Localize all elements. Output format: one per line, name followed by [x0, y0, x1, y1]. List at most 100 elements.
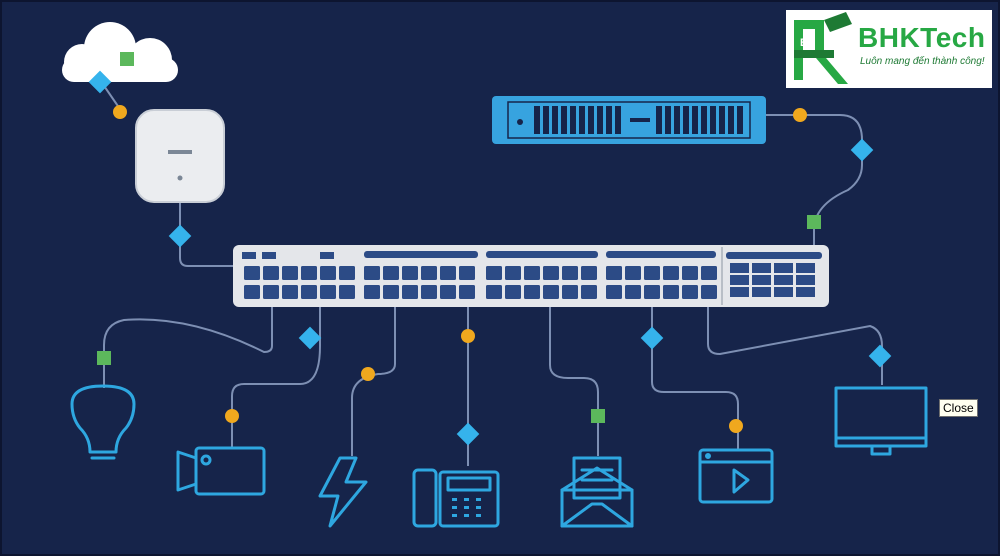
- vent-slot: [597, 106, 603, 134]
- switch-port: [263, 266, 279, 280]
- switch-port: [486, 285, 502, 299]
- diamond-marker: [168, 224, 192, 248]
- switch-port: [505, 285, 521, 299]
- switch-port: [682, 285, 698, 299]
- network-switch: [233, 245, 829, 307]
- switch-port: [339, 285, 355, 299]
- connection-line: [549, 306, 599, 456]
- vent-slot: [588, 106, 594, 134]
- switch-port: [682, 266, 698, 280]
- switch-port-group-label: [486, 251, 598, 258]
- video-player-icon: [698, 448, 774, 504]
- switch-port: [244, 266, 260, 280]
- keypad-key: [476, 506, 481, 509]
- keypad-key: [476, 498, 481, 501]
- switch-port: [440, 266, 456, 280]
- logo-mark-letter: K: [808, 67, 816, 79]
- uplink-port: [730, 263, 749, 273]
- server-appliance-icon: [492, 96, 766, 144]
- power-led: [517, 119, 523, 125]
- switch-port-group-label: [364, 251, 478, 258]
- diamond-marker: [298, 326, 322, 350]
- switch-port: [421, 285, 437, 299]
- vent-slot: [728, 106, 734, 134]
- uplink-port: [796, 287, 815, 297]
- keypad-key: [452, 514, 457, 517]
- switch-port: [524, 285, 540, 299]
- switch-port: [581, 285, 597, 299]
- switch-port: [644, 285, 660, 299]
- connection-line: [707, 306, 883, 385]
- dot-marker: [793, 108, 807, 122]
- vent-slot: [674, 106, 680, 134]
- vent-slot: [683, 106, 689, 134]
- switch-port: [383, 266, 399, 280]
- switch-port: [320, 266, 336, 280]
- switch-port: [301, 285, 317, 299]
- uplink-port: [752, 275, 771, 285]
- square-marker: [97, 351, 111, 365]
- connection-line: [103, 304, 273, 388]
- diamond-marker: [640, 326, 664, 350]
- vent-slot: [552, 106, 558, 134]
- close-tooltip: Close: [939, 399, 978, 417]
- switch-port: [581, 266, 597, 280]
- connection-line: [231, 306, 321, 448]
- vent-slot: [534, 106, 540, 134]
- diamond-marker: [456, 422, 480, 446]
- link-markers: [88, 70, 892, 446]
- uplink-port: [774, 263, 793, 273]
- keypad-key: [452, 498, 457, 501]
- dot-marker: [225, 409, 239, 423]
- switch-port: [320, 285, 336, 299]
- connection-line: [651, 306, 739, 450]
- switch-port: [383, 285, 399, 299]
- switch-console-port: [242, 252, 256, 259]
- switch-port: [625, 266, 641, 280]
- uplink-port: [752, 287, 771, 297]
- brand-slogan: Luôn mang đến thành công!: [860, 56, 985, 67]
- switch-port: [339, 266, 355, 280]
- keypad-key: [452, 506, 457, 509]
- cloud-link-square: [120, 52, 134, 66]
- cloud-icon: [62, 22, 178, 82]
- cisco-mark: [168, 150, 192, 154]
- switch-port: [524, 266, 540, 280]
- vent-slot: [665, 106, 671, 134]
- uplink-port: [796, 263, 815, 273]
- diamond-marker: [88, 70, 112, 94]
- switch-port: [701, 285, 717, 299]
- brand-name: BHKTech: [858, 22, 986, 53]
- square-marker: [807, 215, 821, 229]
- connection-line: [179, 198, 236, 267]
- connection-lines: [99, 79, 883, 466]
- cisco-mark: [630, 118, 650, 122]
- dot-marker: [729, 419, 743, 433]
- switch-port: [282, 266, 298, 280]
- diamond-marker: [868, 344, 892, 368]
- connection-line: [351, 306, 396, 456]
- switch-port: [543, 285, 559, 299]
- diamond-marker: [850, 138, 874, 162]
- dot-marker: [361, 367, 375, 381]
- switch-port-group-label: [606, 251, 716, 258]
- vent-slot: [615, 106, 621, 134]
- vent-slot: [737, 106, 743, 134]
- logo-mark-letter: B: [800, 37, 808, 49]
- switch-port: [244, 285, 260, 299]
- switch-port: [486, 266, 502, 280]
- switch-port: [644, 266, 660, 280]
- uplink-port: [752, 263, 771, 273]
- switch-port: [663, 285, 679, 299]
- switch-port: [505, 266, 521, 280]
- vent-slot: [701, 106, 707, 134]
- switch-port: [402, 285, 418, 299]
- switch-port: [421, 266, 437, 280]
- switch-port: [543, 266, 559, 280]
- keypad-key: [464, 498, 469, 501]
- keypad-key: [476, 514, 481, 517]
- switch-port: [301, 266, 317, 280]
- dot-marker: [461, 329, 475, 343]
